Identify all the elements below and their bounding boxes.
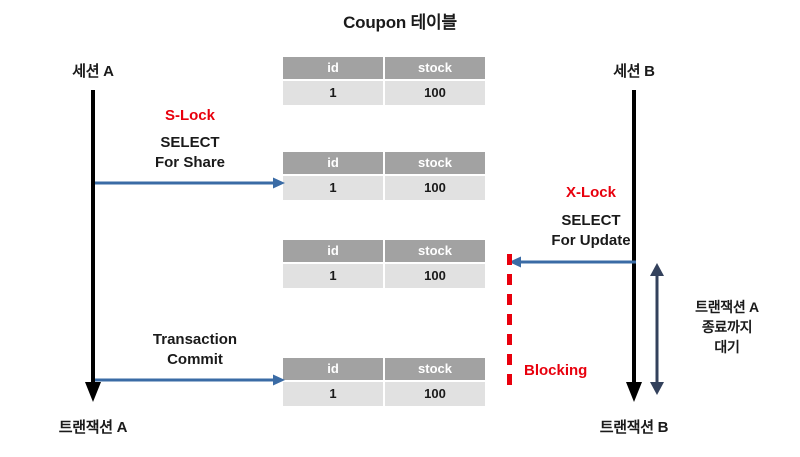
session-a-foot-label: 트랜잭션 A bbox=[58, 419, 128, 436]
coupon-table-2: id stock 1 100 bbox=[283, 152, 485, 200]
column-header-stock: stock bbox=[384, 152, 485, 175]
wait-note: 트랜잭션 A 종료까지 대기 bbox=[672, 297, 782, 357]
coupon-table-4: id stock 1 100 bbox=[283, 358, 485, 406]
arrow-commit bbox=[95, 374, 285, 386]
session-b-head-label: 세션 B bbox=[613, 63, 655, 80]
blocking-label: Blocking bbox=[524, 362, 588, 379]
wait-note-line-2: 종료까지 bbox=[701, 319, 753, 335]
cell-id: 1 bbox=[283, 262, 385, 288]
column-header-id: id bbox=[283, 152, 385, 175]
table-row: 1 100 bbox=[283, 174, 485, 200]
arrow-x-lock-request bbox=[509, 256, 636, 268]
column-header-id: id bbox=[283, 57, 385, 80]
message-s-lock-labels: S-Lock SELECT For Share bbox=[110, 106, 270, 173]
x-lock-statement-line2: For Update bbox=[551, 232, 631, 249]
commit-statement-line1: Transaction bbox=[152, 331, 238, 348]
wait-duration-arrow bbox=[650, 263, 664, 395]
cell-id: 1 bbox=[283, 174, 385, 200]
cell-id: 1 bbox=[283, 380, 385, 406]
table-header-row: id stock bbox=[283, 152, 485, 175]
cell-stock: 100 bbox=[384, 174, 485, 200]
message-x-lock-labels: X-Lock SELECT For Update bbox=[511, 183, 671, 251]
s-lock-statement-line2: For Share bbox=[154, 154, 226, 171]
session-b-foot-label: 트랜잭션 B bbox=[599, 419, 669, 436]
x-lock-statement-line1: SELECT bbox=[561, 212, 621, 229]
wait-note-line-1: 트랜잭션 A bbox=[695, 299, 759, 315]
wait-note-line-3: 대기 bbox=[714, 339, 740, 355]
column-header-id: id bbox=[283, 240, 385, 263]
coupon-table-1: id stock 1 100 bbox=[283, 57, 485, 105]
x-lock-label: X-Lock bbox=[565, 184, 616, 201]
table-row: 1 100 bbox=[283, 79, 485, 105]
arrow-s-lock-request bbox=[95, 177, 285, 189]
s-lock-statement-line1: SELECT bbox=[160, 134, 220, 151]
s-lock-label: S-Lock bbox=[164, 107, 215, 124]
cell-stock: 100 bbox=[384, 262, 485, 288]
column-header-stock: stock bbox=[384, 240, 485, 263]
session-a-head-label: 세션 A bbox=[72, 63, 114, 80]
page-title: Coupon 테이블 bbox=[343, 13, 457, 32]
lifeline-session-a bbox=[85, 90, 101, 402]
blocking-dashed-line bbox=[507, 254, 512, 387]
cell-id: 1 bbox=[283, 79, 385, 105]
commit-statement-line2: Commit bbox=[167, 351, 223, 368]
table-header-row: id stock bbox=[283, 240, 485, 263]
cell-stock: 100 bbox=[384, 79, 485, 105]
table-header-row: id stock bbox=[283, 57, 485, 80]
message-commit-labels: Transaction Commit bbox=[110, 330, 280, 370]
table-header-row: id stock bbox=[283, 358, 485, 381]
column-header-stock: stock bbox=[384, 57, 485, 80]
cell-stock: 100 bbox=[384, 380, 485, 406]
table-row: 1 100 bbox=[283, 380, 485, 406]
table-row: 1 100 bbox=[283, 262, 485, 288]
coupon-table-3: id stock 1 100 bbox=[283, 240, 485, 288]
lifeline-session-b bbox=[626, 90, 642, 402]
column-header-id: id bbox=[283, 358, 385, 381]
column-header-stock: stock bbox=[384, 358, 485, 381]
